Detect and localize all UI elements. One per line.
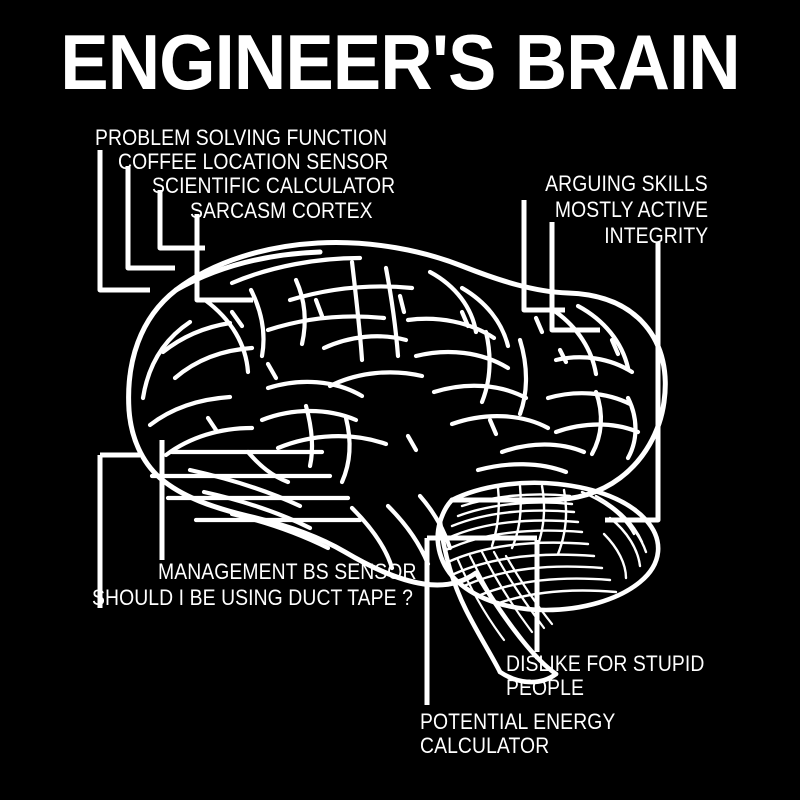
label-problem-solving-function: PROBLEM SOLVING FUNCTION: [95, 125, 388, 150]
leader-sarcasm-cortex: [194, 214, 253, 303]
label-should-i-be-using-duct-tape: SHOULD I BE USING DUCT TAPE ?: [92, 585, 413, 610]
label-potential-energy-calculator-line2: CALCULATOR: [420, 733, 550, 758]
label-dislike-for-stupid-people-line2: PEOPLE: [506, 675, 585, 700]
leader-problem-solving: [97, 150, 150, 293]
label-dislike-for-stupid-people-line1: DISLIKE FOR STUPID: [506, 651, 705, 676]
label-scientific-calculator: SCIENTIFIC CALCULATOR: [152, 173, 396, 198]
leader-lines-left: [97, 150, 253, 303]
label-management-bs-sensor: MANAGEMENT BS SENSOR: [158, 559, 417, 584]
cerebellum-striations: [444, 484, 648, 606]
label-coffee-location-sensor: COFFEE LOCATION SENSOR: [118, 149, 389, 174]
brain-stem-striations: [456, 550, 554, 642]
leader-mostly-active: [549, 222, 600, 333]
leader-scientific-calculator: [157, 190, 205, 251]
leader-lines-bottom-left: [97, 440, 165, 608]
brain-sulci: [140, 255, 641, 571]
brain-stem: [437, 519, 559, 685]
cerebellum: [435, 480, 661, 613]
leader-coffee-location: [125, 166, 175, 271]
leader-integrity: [605, 242, 661, 523]
label-sarcasm-cortex: SARCASM CORTEX: [190, 198, 373, 223]
label-mostly-active: MOSTLY ACTIVE: [554, 197, 708, 222]
label-integrity: INTEGRITY: [603, 223, 708, 248]
page-title: ENGINEER'S BRAIN: [60, 18, 740, 106]
label-arguing-skills: ARGUING SKILLS: [545, 171, 708, 196]
brain-outline: [126, 240, 668, 588]
label-potential-energy-calculator-line1: POTENTIAL ENERGY: [420, 709, 616, 734]
